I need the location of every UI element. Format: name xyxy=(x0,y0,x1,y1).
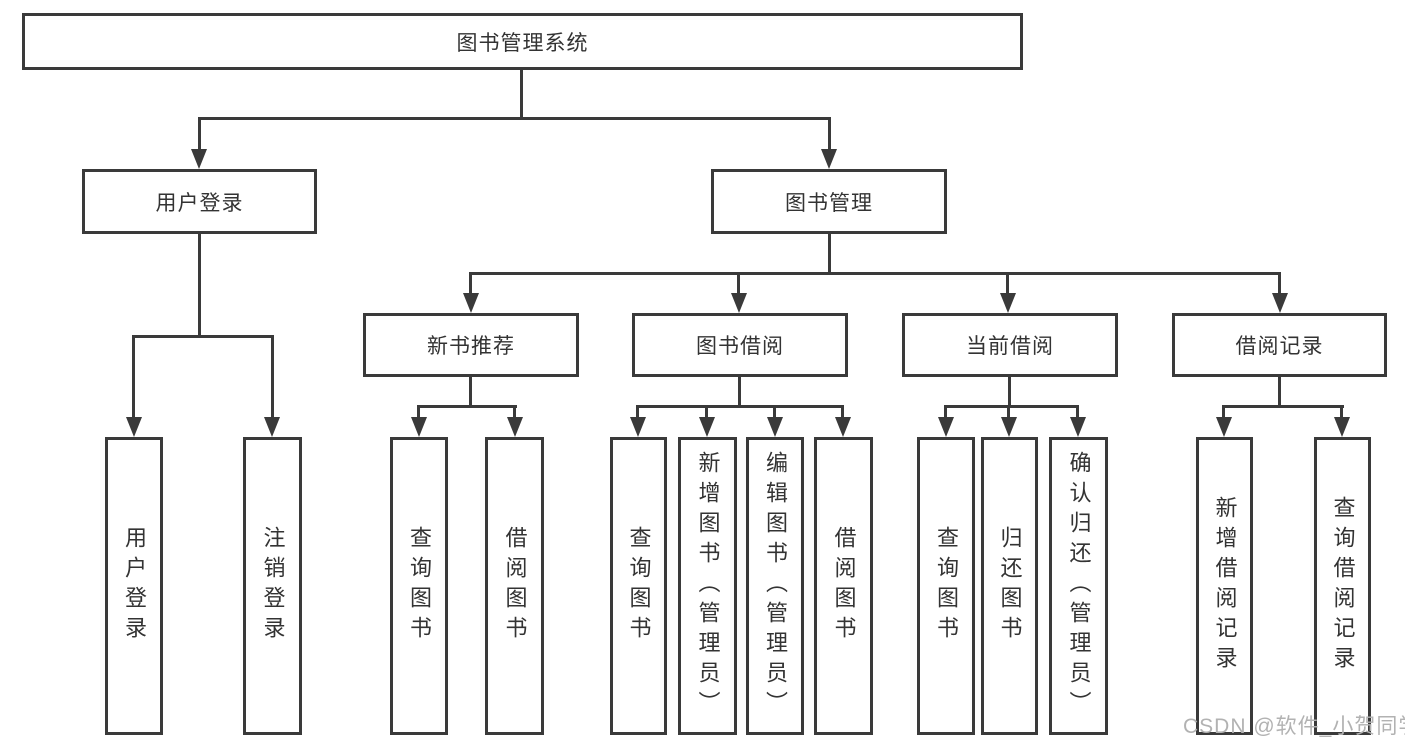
connector-line xyxy=(1222,405,1344,408)
node-book-management-label: 图书管理 xyxy=(785,191,873,215)
arrow-down-icon xyxy=(835,417,851,437)
connector-line xyxy=(1006,272,1009,296)
node-root: 图书管理系统 xyxy=(22,13,1023,70)
connector-line xyxy=(636,405,844,408)
connector-line xyxy=(198,117,201,151)
node-borrow-records: 借阅记录 xyxy=(1172,313,1387,377)
connector-line xyxy=(737,272,740,296)
connector-line xyxy=(520,68,523,120)
arrow-down-icon xyxy=(463,293,479,313)
arrow-down-icon xyxy=(191,149,207,169)
leaf-add-borrow-record: 新增借阅记录 xyxy=(1196,437,1253,735)
arrow-down-icon xyxy=(264,417,280,437)
connector-line xyxy=(198,232,201,338)
leaf-user-login: 用户登录 xyxy=(105,437,163,735)
leaf-return-books-label: 归还图书 xyxy=(997,526,1023,646)
connector-line xyxy=(469,272,472,296)
arrow-down-icon xyxy=(1272,293,1288,313)
csdn-watermark: CSDN @软件_小贺同学 xyxy=(1183,715,1405,738)
leaf-add-books-admin-label: 新增图书（管理员） xyxy=(695,451,721,721)
connector-line xyxy=(828,117,831,151)
connector-line xyxy=(1007,405,1010,419)
node-book-borrow-label: 图书借阅 xyxy=(696,335,784,358)
leaf-borrow-books-1: 借阅图书 xyxy=(485,437,544,735)
leaf-query-books-2-label: 查询图书 xyxy=(626,526,652,646)
leaf-query-books-2: 查询图书 xyxy=(610,437,667,735)
leaf-query-books-3-label: 查询图书 xyxy=(934,526,959,646)
leaf-query-borrow-record-label: 查询借阅记录 xyxy=(1330,496,1356,676)
arrow-down-icon xyxy=(126,417,142,437)
leaf-query-books-1-label: 查询图书 xyxy=(407,526,432,646)
arrow-down-icon xyxy=(699,417,715,437)
connector-line xyxy=(417,405,420,419)
arrow-down-icon xyxy=(938,417,954,437)
connector-line xyxy=(944,405,947,419)
node-current-borrow: 当前借阅 xyxy=(902,313,1118,377)
node-new-book-recommend-label: 新书推荐 xyxy=(427,335,515,358)
arrow-down-icon xyxy=(411,417,427,437)
connector-line xyxy=(828,232,831,275)
arrow-down-icon xyxy=(731,293,747,313)
leaf-query-books-1: 查询图书 xyxy=(390,437,448,735)
arrow-down-icon xyxy=(821,149,837,169)
connector-line xyxy=(417,405,517,408)
leaf-user-login-label: 用户登录 xyxy=(122,526,147,646)
connector-line xyxy=(198,117,831,120)
arrow-down-icon xyxy=(630,417,646,437)
connector-line xyxy=(132,335,135,419)
leaf-borrow-books-1-label: 借阅图书 xyxy=(502,526,528,646)
leaf-borrow-books-2: 借阅图书 xyxy=(814,437,873,735)
connector-line xyxy=(513,405,516,419)
node-current-borrow-label: 当前借阅 xyxy=(966,335,1054,358)
connector-line xyxy=(469,272,1281,275)
node-new-book-recommend: 新书推荐 xyxy=(363,313,579,377)
arrow-down-icon xyxy=(507,417,523,437)
node-root-label: 图书管理系统 xyxy=(456,31,589,55)
leaf-edit-books-admin: 编辑图书（管理员） xyxy=(746,437,804,735)
connector-line xyxy=(773,405,776,419)
leaf-borrow-books-2-label: 借阅图书 xyxy=(831,526,857,646)
leaf-add-books-admin: 新增图书（管理员） xyxy=(678,437,737,735)
connector-line xyxy=(1340,405,1343,419)
connector-line xyxy=(469,375,472,408)
connector-line xyxy=(271,335,274,419)
node-book-management: 图书管理 xyxy=(711,169,947,234)
connector-line xyxy=(636,405,639,419)
connector-line xyxy=(1278,272,1281,296)
connector-line xyxy=(944,405,1079,408)
connector-line xyxy=(132,335,274,338)
arrow-down-icon xyxy=(767,417,783,437)
connector-line xyxy=(1076,405,1079,419)
leaf-confirm-return-admin: 确认归还（管理员） xyxy=(1049,437,1108,735)
arrow-down-icon xyxy=(1001,417,1017,437)
arrow-down-icon xyxy=(1334,417,1350,437)
connector-line xyxy=(1222,405,1225,419)
arrow-down-icon xyxy=(1000,293,1016,313)
node-user-login: 用户登录 xyxy=(82,169,317,234)
node-book-borrow: 图书借阅 xyxy=(632,313,848,377)
connector-line xyxy=(1278,375,1281,408)
connector-line xyxy=(1008,375,1011,408)
connector-line xyxy=(738,375,741,408)
leaf-query-books-3: 查询图书 xyxy=(917,437,975,735)
node-user-login-label: 用户登录 xyxy=(155,191,244,215)
leaf-edit-books-admin-label: 编辑图书（管理员） xyxy=(763,451,788,721)
connector-line xyxy=(841,405,844,419)
connector-line xyxy=(705,405,708,419)
leaf-return-books: 归还图书 xyxy=(981,437,1038,735)
leaf-add-borrow-record-label: 新增借阅记录 xyxy=(1212,496,1238,676)
leaf-logout-label: 注销登录 xyxy=(260,526,286,646)
arrow-down-icon xyxy=(1070,417,1086,437)
node-borrow-records-label: 借阅记录 xyxy=(1235,335,1324,358)
arrow-down-icon xyxy=(1216,417,1232,437)
leaf-logout: 注销登录 xyxy=(243,437,302,735)
leaf-query-borrow-record: 查询借阅记录 xyxy=(1314,437,1371,735)
leaf-confirm-return-admin-label: 确认归还（管理员） xyxy=(1066,451,1092,721)
